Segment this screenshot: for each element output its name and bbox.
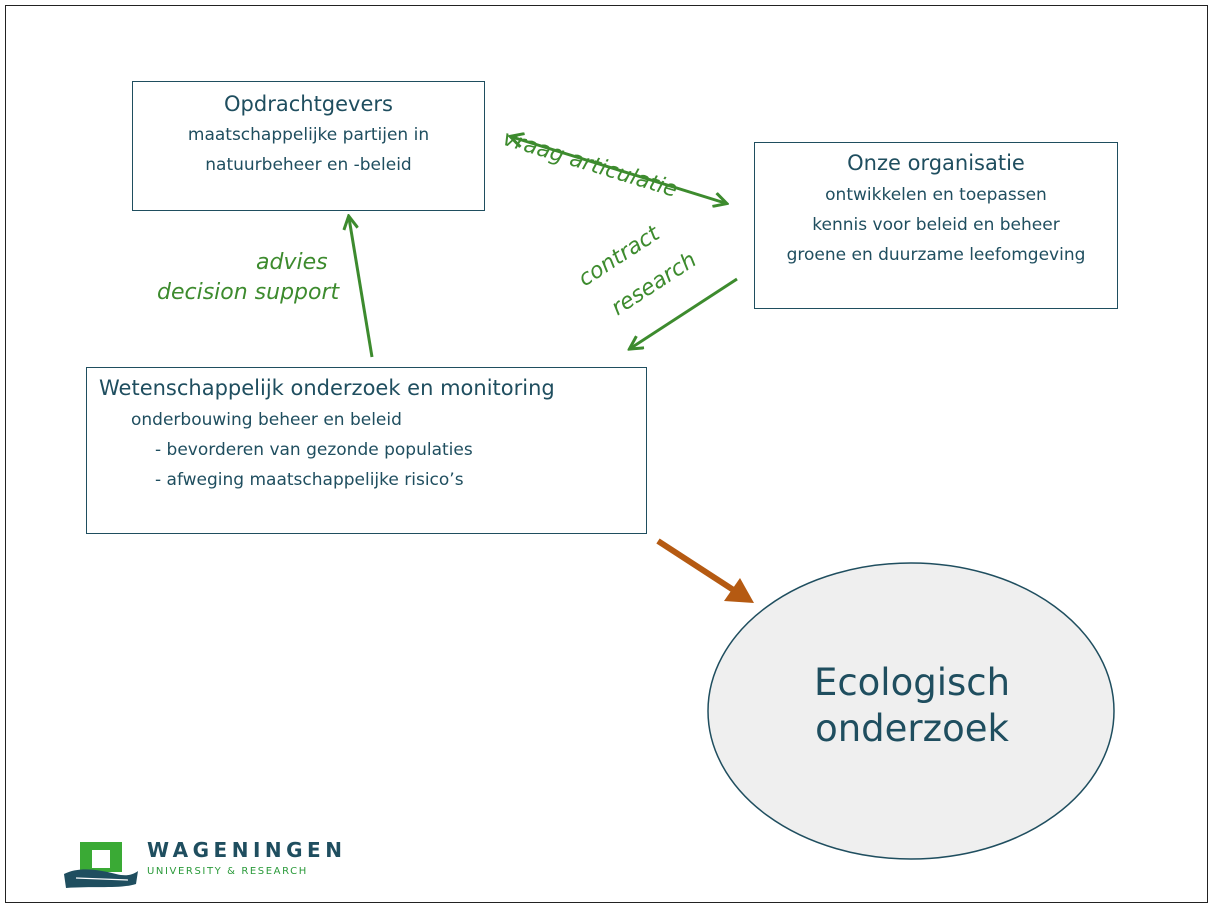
wetenschappelijk-box: Wetenschappelijk onderzoek en monitoring… [86, 367, 647, 534]
advies-label: advies [256, 250, 328, 275]
wetenschappelijk-line1: onderbouwing beheer en beleid [131, 410, 402, 430]
onze-organisatie-title: Onze organisatie [847, 151, 1025, 175]
ellipse-line2: onderzoek [815, 707, 1009, 750]
slide-frame [5, 5, 1208, 903]
logo-name: WAGENINGEN [147, 838, 347, 862]
opdrachtgevers-line2: natuurbeheer en -beleid [205, 155, 412, 175]
ecologisch-ellipse [707, 562, 1115, 860]
decision-support-label: decision support [157, 280, 340, 305]
onze-organisatie-line1: ontwikkelen en toepassen [825, 185, 1047, 205]
vraag-articulatie-arrow [512, 137, 725, 203]
ecologisch-brown-arrow [656, 538, 737, 594]
opdrachtgevers-line1: maatschappelijke partijen in [187, 125, 430, 145]
onze-organisatie-line2: kennis voor beleid en beheer [812, 215, 1060, 235]
onze-organisatie-box: Onze organisatie ontwikkelen en toepasse… [754, 142, 1118, 309]
wetenschappelijk-title: Wetenschappelijk onderzoek en monitoring [99, 376, 555, 400]
ecologisch-onderzoek-text: Ecologisch onderzoek [710, 660, 1114, 752]
advies-arrow [349, 218, 374, 358]
wetenschappelijk-bullet1: - bevorderen van gezonde populaties [155, 440, 473, 460]
wetenschappelijk-bullet2: - afweging maatschappelijke risico’s [155, 470, 464, 490]
opdrachtgevers-title: Opdrachtgevers [224, 92, 393, 116]
opdrachtgevers-box: Opdrachtgevers maatschappelijke partijen… [132, 81, 485, 211]
contract-research-arrow [631, 277, 738, 348]
ellipse-line1: Ecologisch [813, 661, 1011, 704]
logo-subtitle: UNIVERSITY & RESEARCH [147, 866, 308, 877]
onze-organisatie-line3: groene en duurzame leefomgeving [786, 245, 1086, 265]
brown-arrow-head [724, 578, 754, 603]
